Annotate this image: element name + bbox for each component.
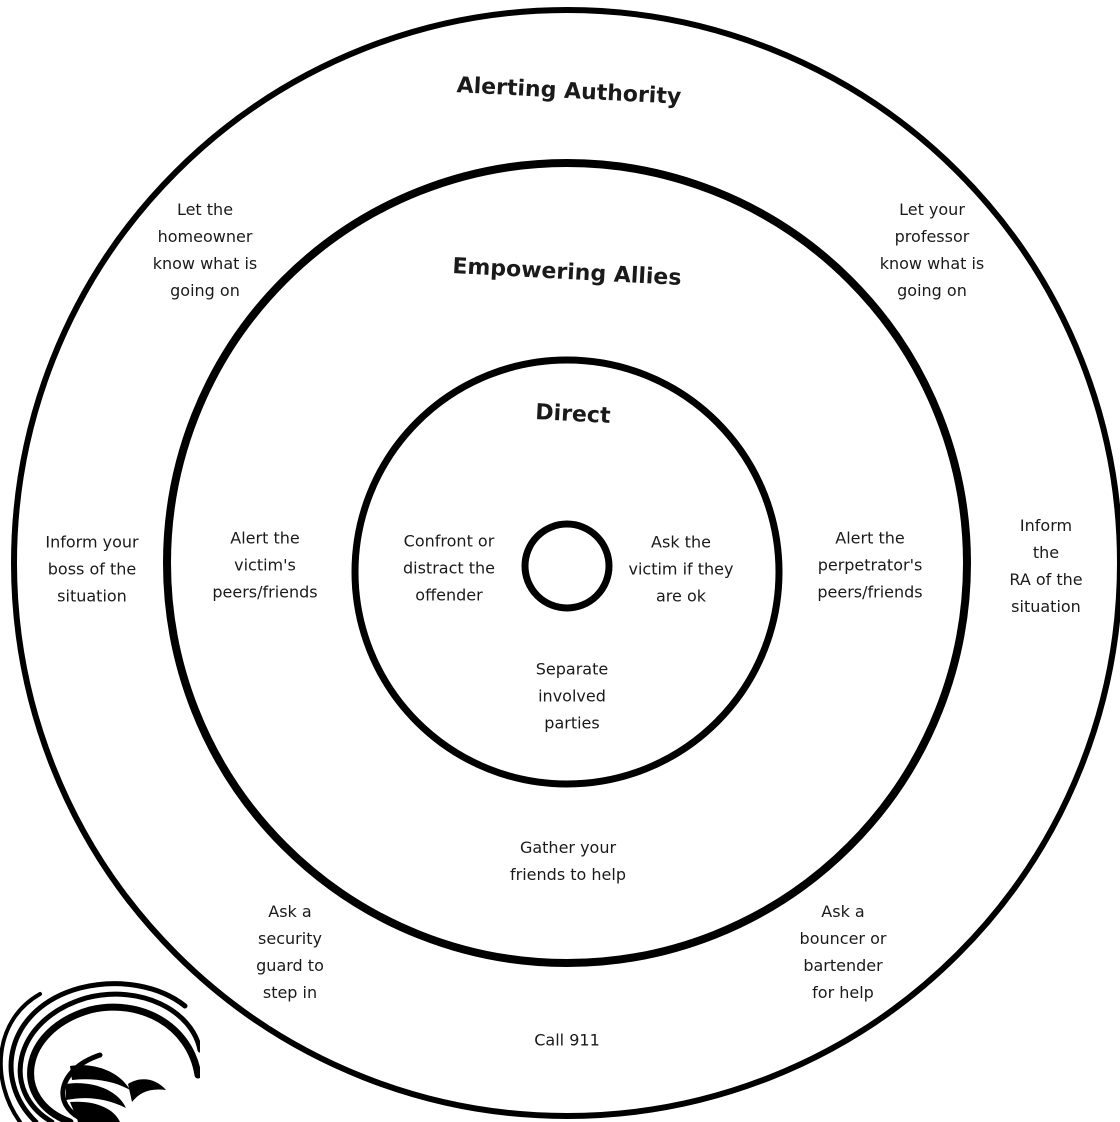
ask-victim-text: Ask the victim if they are ok xyxy=(628,532,734,606)
alert-perpetrator-peers-text: Alert the perpetrator's peers/friends xyxy=(817,528,923,602)
inner-ring-title: Direct xyxy=(535,400,612,429)
bouncer-bartender-text: Ask a bouncer or bartender for help xyxy=(799,902,887,1002)
separate-parties-text: Separate involved parties xyxy=(535,659,609,733)
outer-ring-title: Alerting Authority xyxy=(456,73,682,110)
confront-offender-text: Confront or distract the offender xyxy=(402,531,496,605)
gather-friends-text: Gather your friends to help xyxy=(510,838,626,884)
professor-text: Let your professor know what is going on xyxy=(879,200,985,300)
inform-ra-text: Inform the RA of the situation xyxy=(1009,516,1083,616)
center-ring xyxy=(521,520,613,612)
outer-ring xyxy=(11,7,1120,1119)
inner-ring xyxy=(351,356,783,788)
security-guard-text: Ask a security guard to step in xyxy=(256,902,324,1002)
middle-ring-title: Empowering Allies xyxy=(452,254,682,291)
alert-victim-peers-text: Alert the victim's peers/friends xyxy=(212,528,318,602)
inform-boss-text: Inform your boss of the situation xyxy=(45,532,139,606)
call-911-text: Call 911 xyxy=(534,1030,600,1050)
phoenix-logo-icon xyxy=(0,981,200,1122)
middle-ring xyxy=(163,159,971,967)
homeowner-text: Let the homeowner know what is going on xyxy=(152,200,258,300)
